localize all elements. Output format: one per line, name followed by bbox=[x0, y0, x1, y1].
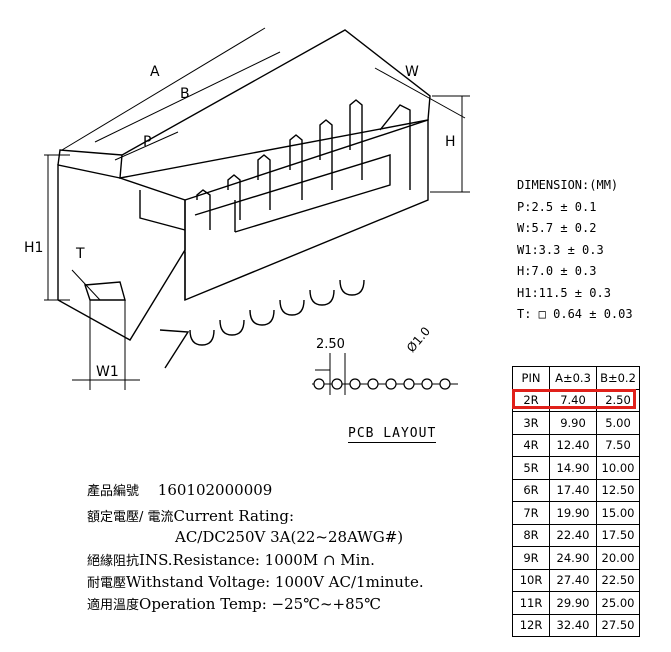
label-W: W bbox=[405, 64, 419, 80]
pin-cell: 12R bbox=[512, 613, 550, 637]
a-cell: 29.90 bbox=[549, 591, 597, 615]
a-cell: 12.40 bbox=[549, 433, 597, 457]
pin-cell: 9R bbox=[512, 546, 550, 570]
a-cell: 14.90 bbox=[549, 456, 597, 480]
dimension-line: T: □ 0.64 ± 0.03 bbox=[517, 307, 633, 321]
label-T: T bbox=[75, 246, 85, 262]
dimension-line: P:2.5 ± 0.1 bbox=[517, 199, 597, 214]
pin-cell: 6R bbox=[512, 478, 550, 502]
label-A: A bbox=[150, 64, 160, 80]
pin-cell: 4R bbox=[512, 433, 550, 457]
a-cell: 22.40 bbox=[549, 523, 597, 547]
a-cell: 27.40 bbox=[549, 568, 597, 592]
a-cell: 19.90 bbox=[549, 501, 597, 525]
pin-cell: 8R bbox=[512, 523, 550, 547]
a-cell: 7.40 bbox=[549, 388, 597, 412]
withstand-value: Withstand Voltage: 1000V AC/1minute. bbox=[126, 573, 424, 591]
label-H: H bbox=[445, 134, 456, 150]
b-header: B±0.2 bbox=[596, 366, 640, 390]
label-P: P bbox=[143, 134, 151, 150]
b-cell: 10.00 bbox=[596, 456, 640, 480]
dimension-line: W1:3.3 ± 0.3 bbox=[517, 242, 604, 257]
part-label: 產品編號 bbox=[87, 484, 140, 499]
pin-cell: 3R bbox=[512, 411, 550, 435]
ins-value: INS.Resistance: 1000M ∩ Min. bbox=[139, 551, 375, 569]
pin-cell: 10R bbox=[512, 568, 550, 592]
a-cell: 32.40 bbox=[549, 613, 597, 637]
temp-label: 適用溫度 bbox=[87, 598, 140, 613]
a-cell: 17.40 bbox=[549, 478, 597, 502]
b-cell: 2.50 bbox=[596, 388, 640, 412]
pcb-layout-label: PCB LAYOUT bbox=[348, 426, 437, 443]
b-cell: 12.50 bbox=[596, 478, 640, 502]
label-H1: H1 bbox=[24, 240, 43, 256]
a-header: A±0.3 bbox=[549, 366, 597, 390]
pin-cell: 7R bbox=[512, 501, 550, 525]
dimension-spec: DIMENSION:(MM) P:2.5 ± 0.1 W:5.7 ± 0.2 W… bbox=[517, 175, 633, 326]
dimension-line: H1:11.5 ± 0.3 bbox=[517, 285, 611, 300]
part-number: 160102000009 bbox=[157, 481, 273, 499]
b-cell: 7.50 bbox=[596, 433, 640, 457]
a-cell: 24.90 bbox=[549, 546, 597, 570]
label-B: B bbox=[180, 86, 190, 102]
pin-cell: 5R bbox=[512, 456, 550, 480]
dimension-title: DIMENSION:(MM) bbox=[517, 178, 619, 192]
b-cell: 5.00 bbox=[596, 411, 640, 435]
pin-header: PIN bbox=[512, 366, 550, 390]
ins-label: 絕緣阻抗 bbox=[87, 554, 140, 569]
dimension-line: W:5.7 ± 0.2 bbox=[517, 221, 597, 235]
b-cell: 25.00 bbox=[596, 591, 640, 615]
pin-cell: 2R bbox=[512, 388, 550, 412]
label-W1: W1 bbox=[96, 364, 119, 380]
current-title: Current Rating: bbox=[173, 507, 295, 525]
current-label: 額定電壓/ 電流 bbox=[87, 510, 174, 525]
current-value: AC/DC250V 3A(22~28AWG#) bbox=[175, 528, 404, 546]
b-cell: 27.50 bbox=[596, 613, 640, 637]
a-cell: 9.90 bbox=[549, 411, 597, 435]
withstand-label: 耐電壓 bbox=[87, 576, 127, 591]
b-cell: 22.50 bbox=[596, 568, 640, 592]
b-cell: 17.50 bbox=[596, 523, 640, 547]
pcb-pitch: 2.50 bbox=[316, 337, 345, 352]
b-cell: 15.00 bbox=[596, 501, 640, 525]
dimension-line: H:7.0 ± 0.3 bbox=[517, 264, 597, 278]
b-cell: 20.00 bbox=[596, 546, 640, 570]
temp-value: Operation Temp: −25℃~+85℃ bbox=[139, 595, 381, 613]
pin-cell: 11R bbox=[512, 591, 550, 615]
